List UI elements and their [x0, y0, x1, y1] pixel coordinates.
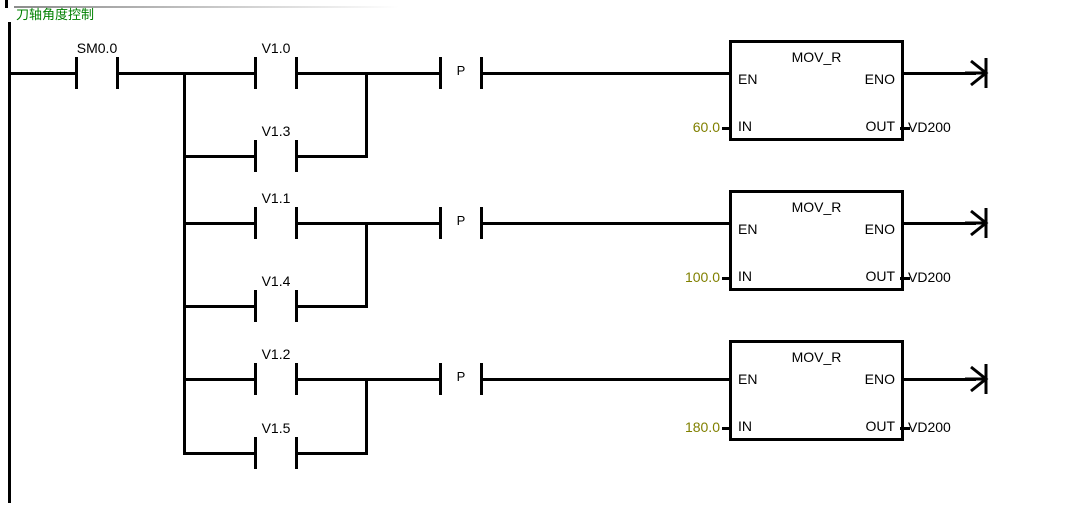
- wire-p3-to-block3-en: [480, 378, 732, 381]
- contact-v1-0-label: V1.0: [261, 40, 291, 56]
- block-en-label: EN: [738, 221, 758, 237]
- wire-p1-to-block1-en: [480, 72, 732, 75]
- power-flow-arrow-1: [963, 56, 993, 90]
- block-in-label: IN: [738, 418, 752, 434]
- block-1-in-operand[interactable]: 60.0: [692, 119, 720, 135]
- contact-bar-left: [254, 363, 257, 395]
- wire-sm00-to-branch: [116, 72, 186, 75]
- wire-eno-to-arrow-3: [901, 378, 976, 381]
- block-3-out-operand[interactable]: VD200: [908, 419, 951, 435]
- block-out-label: OUT: [865, 118, 895, 134]
- wire-branch-to-v11: [183, 222, 257, 225]
- contact-bar-left: [439, 207, 442, 239]
- contact-p-edge-1-label: P: [456, 63, 466, 78]
- contact-v1-4-label: V1.4: [261, 273, 291, 289]
- wire-branch-to-v12: [183, 378, 257, 381]
- function-block-mov-r-3[interactable]: MOV_R EN ENO IN OUT: [729, 340, 904, 441]
- block-out-label: OUT: [865, 268, 895, 284]
- block-en-label: EN: [738, 371, 758, 387]
- wire-p2-to-block2-en: [480, 222, 732, 225]
- function-block-mov-r-2[interactable]: MOV_R EN ENO IN OUT: [729, 190, 904, 291]
- block-out-label: OUT: [865, 418, 895, 434]
- block-en-label: EN: [738, 71, 758, 87]
- wire-rail-to-sm00: [8, 72, 75, 75]
- wire-out-stub-2: [900, 277, 910, 280]
- wire-branch-to-v14: [183, 305, 257, 308]
- contact-p-edge-3-label: P: [456, 369, 466, 384]
- contact-bar-left: [254, 437, 257, 469]
- wire-in-stub-2: [722, 277, 732, 280]
- block-eno-label: ENO: [864, 371, 895, 387]
- merge-bus-group-3: [365, 378, 368, 455]
- merge-bus-group-2: [365, 222, 368, 308]
- wire-v12-to-merge: [295, 378, 368, 381]
- merge-bus-group-1: [365, 72, 368, 158]
- contact-bar-left: [254, 140, 257, 172]
- contact-v1-5-label: V1.5: [261, 420, 291, 436]
- contact-v1-3-label: V1.3: [261, 123, 291, 139]
- wire-merge1-to-p1: [365, 72, 442, 75]
- block-in-label: IN: [738, 118, 752, 134]
- branch-bus-left: [183, 72, 186, 455]
- wire-v11-to-merge: [295, 222, 368, 225]
- contact-sm0-0-label: SM0.0: [76, 40, 118, 56]
- contact-v1-2[interactable]: [254, 363, 298, 395]
- block-in-label: IN: [738, 268, 752, 284]
- contact-sm0-0[interactable]: [75, 57, 119, 89]
- wire-out-stub-3: [900, 427, 910, 430]
- wire-in-stub-3: [722, 427, 732, 430]
- wire-branch-to-v13: [183, 155, 257, 158]
- contact-v1-1[interactable]: [254, 207, 298, 239]
- block-eno-label: ENO: [864, 71, 895, 87]
- wire-out-stub-1: [900, 127, 910, 130]
- block-2-out-operand[interactable]: VD200: [908, 269, 951, 285]
- contact-bar-left: [254, 57, 257, 89]
- top-left-tick: [5, 0, 8, 8]
- block-eno-label: ENO: [864, 221, 895, 237]
- contact-bar-left: [75, 57, 78, 89]
- contact-v1-4[interactable]: [254, 290, 298, 322]
- wire-in-stub-1: [722, 127, 732, 130]
- wire-merge3-to-p3: [365, 378, 442, 381]
- contact-v1-5[interactable]: [254, 437, 298, 469]
- power-flow-arrow-2: [963, 206, 993, 240]
- block-title: MOV_R: [791, 349, 842, 365]
- contact-v1-2-label: V1.2: [261, 346, 291, 362]
- contact-v1-1-label: V1.1: [261, 190, 291, 206]
- wire-v13-to-merge: [295, 155, 368, 158]
- wire-eno-to-arrow-1: [901, 72, 976, 75]
- block-title: MOV_R: [791, 49, 842, 65]
- contact-bar-left: [439, 363, 442, 395]
- block-title: MOV_R: [791, 199, 842, 215]
- left-power-rail: [8, 22, 11, 503]
- network-comment: 刀轴角度控制: [16, 8, 95, 23]
- power-flow-arrow-3: [963, 362, 993, 396]
- contact-bar-left: [254, 207, 257, 239]
- contact-bar-left: [254, 290, 257, 322]
- wire-v10-to-merge: [295, 72, 368, 75]
- contact-p-edge-2-label: P: [456, 213, 466, 228]
- block-3-in-operand[interactable]: 180.0: [684, 419, 720, 435]
- function-block-mov-r-1[interactable]: MOV_R EN ENO IN OUT: [729, 40, 904, 141]
- contact-v1-0[interactable]: [254, 57, 298, 89]
- wire-v15-to-merge: [295, 452, 368, 455]
- contact-v1-3[interactable]: [254, 140, 298, 172]
- network-separator: [14, 6, 399, 8]
- block-2-in-operand[interactable]: 100.0: [684, 269, 720, 285]
- contact-bar-left: [439, 57, 442, 89]
- wire-eno-to-arrow-2: [901, 222, 976, 225]
- block-1-out-operand[interactable]: VD200: [908, 119, 951, 135]
- wire-branch-to-v15: [183, 452, 257, 455]
- wire-v14-to-merge: [295, 305, 368, 308]
- wire-merge2-to-p2: [365, 222, 442, 225]
- wire-branch-to-v10: [183, 72, 257, 75]
